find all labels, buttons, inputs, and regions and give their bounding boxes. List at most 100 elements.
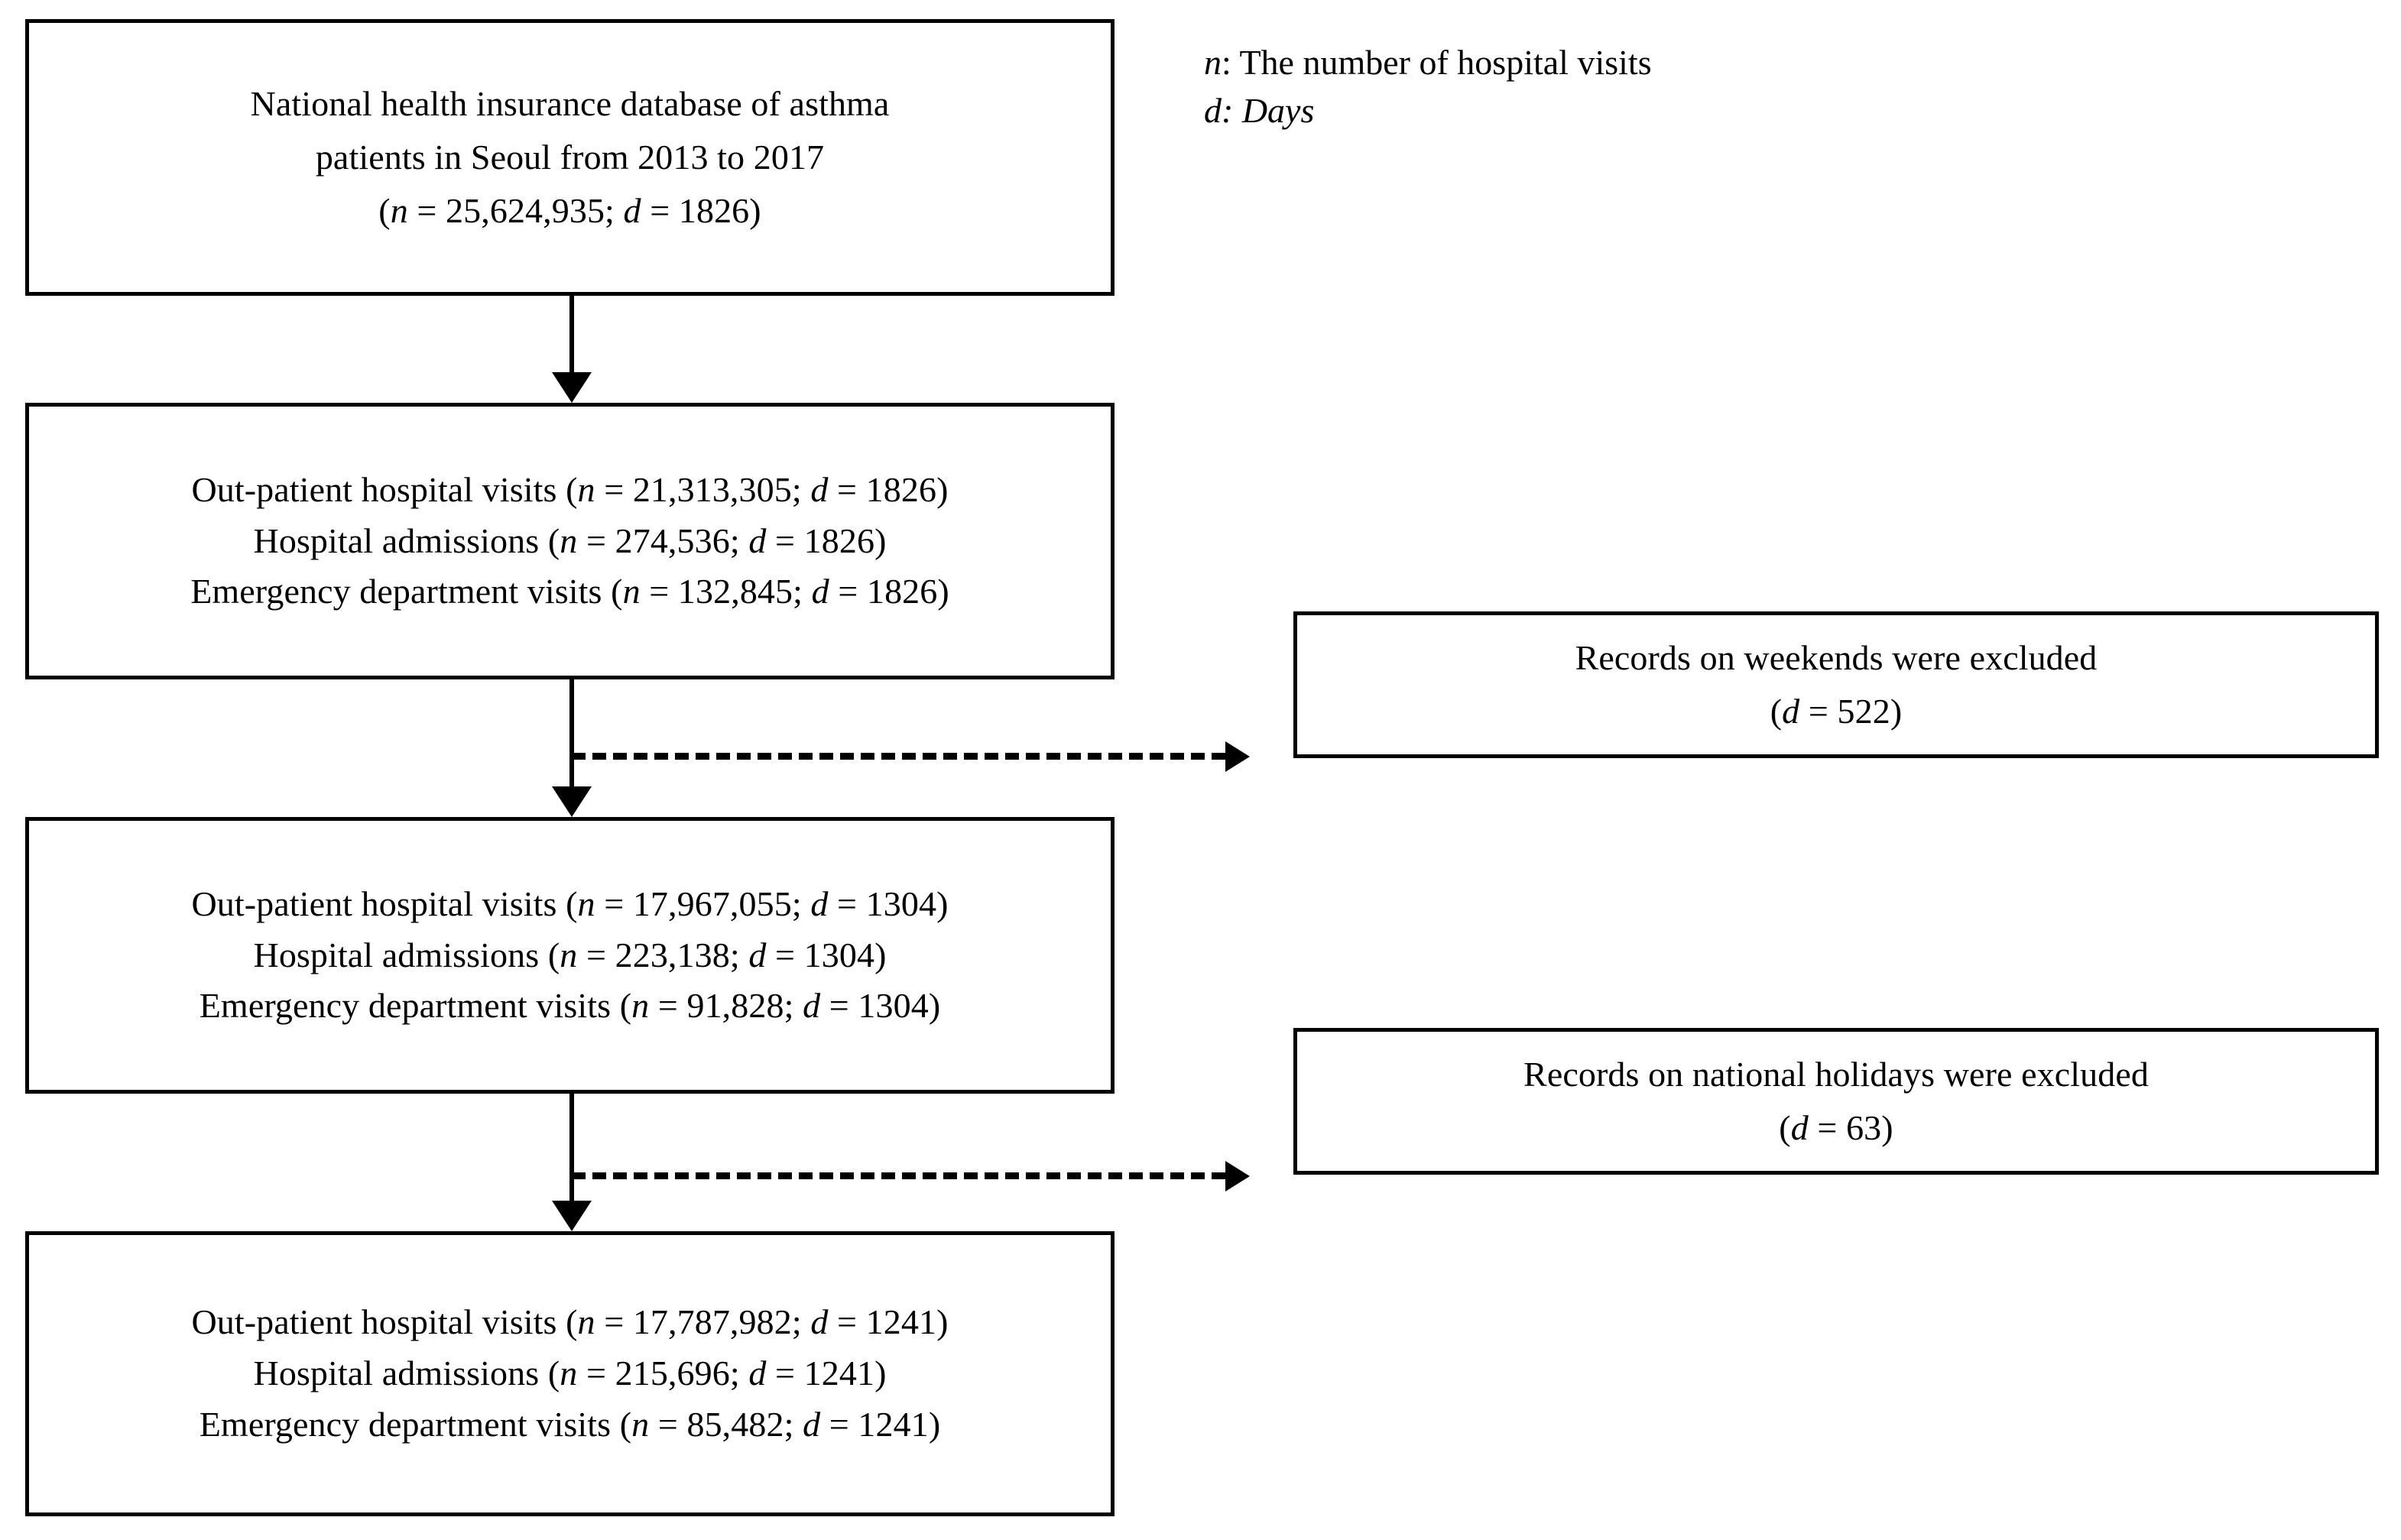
exclusion1-paren-close: ) [1890,692,1903,731]
box4-admissions-d-symbol: d [748,1354,767,1393]
connector-arrowhead-1 [552,372,592,403]
box1-line-1: National health insurance database of as… [250,84,890,124]
box2-outpatient-d-value: = 1826 [828,469,937,509]
legend-n-text: : The number of hospital visits [1222,43,1652,82]
box4-line-2: Hospital admissions (n = 215,696; d = 12… [254,1348,887,1399]
box2-line-1: Out-patient hospital visits (n = 21,313,… [191,465,948,516]
exclusion1-line-1: Records on weekends were excluded [1575,638,2098,678]
box4-outpatient-d-value: = 1241 [828,1302,937,1342]
box2-admissions-paren-close: ) [874,520,887,560]
box1-n-value: = 25,624,935; [407,190,624,230]
weekend-exclusion-arrowhead [1225,741,1250,772]
legend: n: The number of hospital visits d: Days [1204,38,1739,135]
box4-outpatient-n-symbol: n [577,1302,595,1342]
connector-stem-2 [569,679,574,786]
box3-ed-d-symbol: d [803,986,821,1026]
connector-stem-1 [569,296,574,372]
box4-line-3: Emergency department visits (n = 85,482;… [200,1399,941,1451]
box2-admissions-d-value: = 1826 [766,520,875,560]
box1-paren-close: ) [749,190,761,230]
exclusion2-paren-open: ( [1779,1108,1791,1147]
box2-ed-paren-close: ) [937,572,949,611]
box4-outpatient-paren-close: ) [936,1302,949,1342]
box3-ed-paren-close: ) [928,986,941,1026]
box2-outpatient-n-value: = 21,313,305; [595,469,811,509]
box4-line-1: Out-patient hospital visits (n = 17,787,… [191,1297,948,1348]
box3-admissions-n-value: = 223,138; [577,935,749,974]
legend-d-symbol: d [1204,91,1222,131]
box4-admissions-paren-close: ) [874,1354,887,1393]
holiday-exclusion-dashed-line [572,1172,1225,1179]
legend-n-symbol: n [1204,43,1222,82]
box3-line-1: Out-patient hospital visits (n = 17,967,… [191,879,948,930]
final-records-box: Out-patient hospital visits (n = 17,787,… [25,1231,1115,1516]
box2-ed-d-value: = 1826 [829,572,938,611]
weekend-exclusion-dashed-line [572,753,1225,760]
box4-admissions-label: Hospital admissions ( [253,1354,560,1393]
source-database-box: National health insurance database of as… [25,19,1115,296]
all-records-box: Out-patient hospital visits ( n = 21,313,… [25,403,1115,679]
box4-outpatient-label: Out-patient hospital visits ( [191,1302,578,1342]
box1-line-3: (n = 25,624,935; d = 1826) [378,184,761,238]
box3-admissions-d-value: = 1304 [766,935,875,974]
exclusion2-paren-close: ) [1881,1108,1893,1147]
box4-admissions-d-value: = 1241 [766,1354,875,1393]
legend-d-line: d: Days [1204,86,1739,135]
exclusion2-line-2: (d = 63) [1779,1101,1893,1155]
holiday-exclusion-arrowhead [1225,1161,1250,1191]
box4-outpatient-n-value: = 17,787,982; [595,1302,811,1342]
box4-ed-paren-close: ) [928,1404,941,1444]
box3-ed-label: Emergency department visits ( [199,986,632,1026]
box2-outpatient-paren-close: ) [936,469,949,509]
box3-line-3: Emergency department visits (n = 91,828;… [200,981,941,1032]
exclusion1-d-symbol: d [1782,692,1800,731]
box3-admissions-paren-close: ) [874,935,887,974]
box2-outpatient-d-symbol: d [810,469,829,509]
box3-admissions-n-symbol: n [560,935,578,974]
box4-ed-d-symbol: d [803,1404,821,1444]
box4-admissions-n-value: = 215,696; [577,1354,749,1393]
box3-admissions-d-symbol: d [748,935,767,974]
box4-admissions-n-symbol: n [560,1354,578,1393]
box3-ed-n-value: = 91,828; [649,986,803,1026]
box1-paren-open: ( [378,190,391,230]
legend-n-line: n: The number of hospital visits [1204,38,1739,86]
box4-ed-n-symbol: n [631,1404,650,1444]
box2-admissions-label: Hospital admissions ( [253,520,560,560]
box2-ed-d-symbol: d [811,572,829,611]
exclusion1-paren-open: ( [1770,692,1783,731]
box3-ed-d-value: = 1304 [820,986,929,1026]
legend-d-text: : Days [1222,91,1315,131]
box3-outpatient-n-value: = 17,967,055; [595,883,811,923]
box2-admissions-n-symbol: n [560,520,578,560]
weekday-records-box: Out-patient hospital visits (n = 17,967,… [25,817,1115,1094]
holiday-exclusion-box: Records on national holidays were exclud… [1293,1028,2379,1175]
box3-ed-n-symbol: n [631,986,650,1026]
box1-d-value: = 1826 [641,190,750,230]
connector-stem-3 [569,1094,574,1201]
box3-outpatient-paren-close: ) [936,883,949,923]
box4-ed-n-value: = 85,482; [649,1404,803,1444]
box1-d-symbol: d [623,190,641,230]
exclusion2-line-1: Records on national holidays were exclud… [1523,1055,2149,1094]
box3-admissions-label: Hospital admissions ( [253,935,560,974]
connector-arrowhead-3 [552,1201,592,1231]
exclusion1-d-value: = 522 [1799,692,1890,731]
box1-n-symbol: n [390,190,408,230]
box4-ed-d-value: = 1241 [820,1404,929,1444]
exclusion2-d-symbol: d [1790,1108,1809,1147]
box2-admissions-n-value: = 274,536; [577,520,749,560]
box3-outpatient-d-value: = 1304 [828,883,937,923]
box2-line-3: Emergency department visits (n = 132,845… [190,566,949,618]
box3-outpatient-label: Out-patient hospital visits ( [191,883,578,923]
box3-outpatient-n-symbol: n [577,883,595,923]
box2-outpatient-label: Out-patient hospital visits ( [191,469,578,509]
box2-ed-n-symbol: n [622,572,641,611]
box2-line-2: Hospital admissions (n = 274,536; d = 18… [254,516,887,567]
exclusion1-line-2: (d = 522) [1770,685,1903,738]
exclusion2-d-value: = 63 [1808,1108,1882,1147]
box1-line-2: patients in Seoul from 2013 to 2017 [315,138,825,177]
weekend-exclusion-box: Records on weekends were excluded (d = 5… [1293,611,2379,758]
connector-arrowhead-2 [552,786,592,817]
